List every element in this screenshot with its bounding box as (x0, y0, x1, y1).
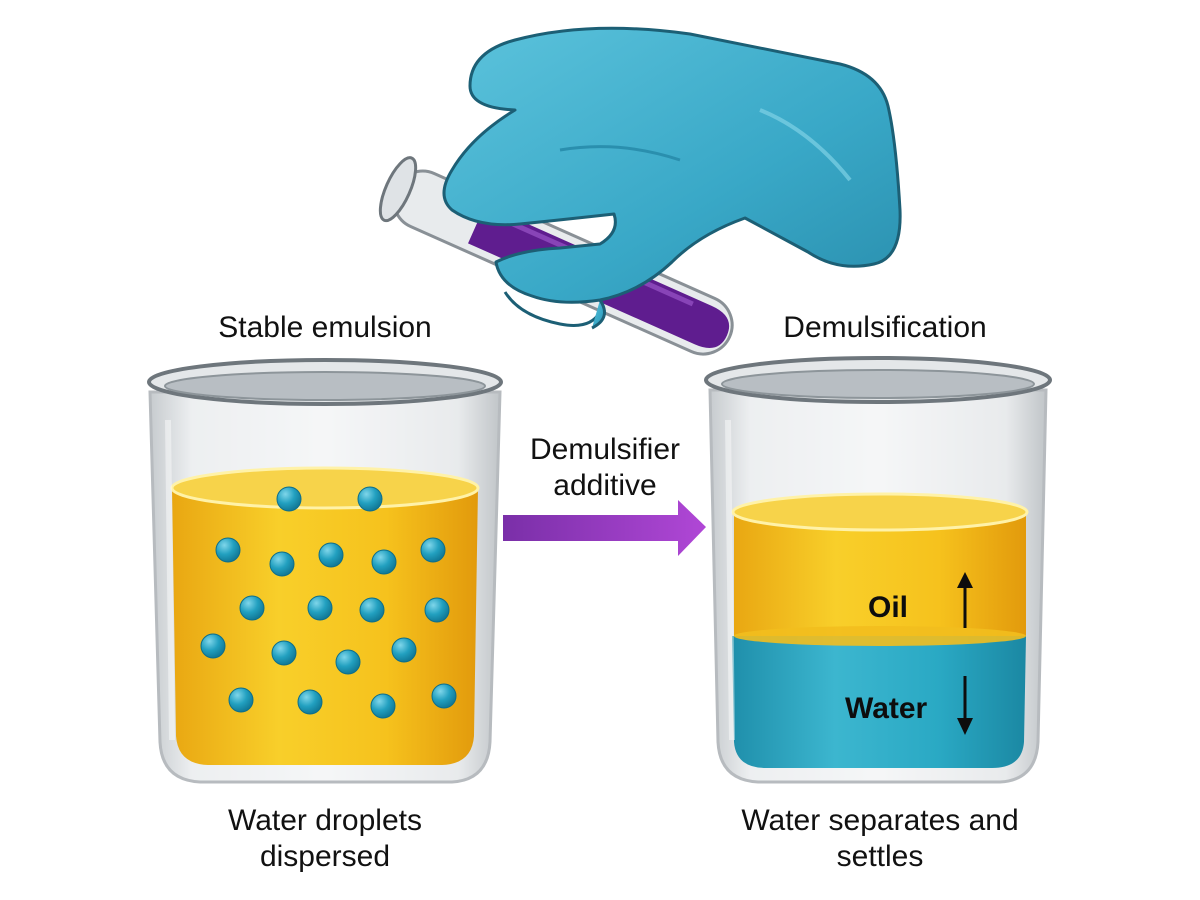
water-droplet (431, 683, 457, 709)
emulsion-liquid (172, 488, 478, 765)
demulsifier-additive-label: Demulsifier additive (500, 432, 710, 504)
water-droplet (371, 549, 397, 575)
water-droplet (215, 537, 241, 563)
left-caption-line2: dispersed (259, 840, 391, 873)
water-droplet (335, 649, 361, 675)
water-droplet (370, 693, 396, 719)
oil-surface (731, 492, 1029, 532)
water-layer-label: Water (845, 692, 928, 725)
water-droplet (359, 597, 385, 623)
arrow-label-line1: Demulsifier (529, 433, 681, 466)
water-droplet (424, 597, 450, 623)
arrow-label-line2: additive (553, 469, 657, 502)
emulsion-surface (170, 466, 480, 510)
gloved-hand-icon (442, 26, 902, 330)
oil-layer-label: Oil (868, 591, 909, 624)
water-droplet (357, 486, 383, 512)
left-caption: Water droplets dispersed (150, 803, 500, 875)
left-caption-line1: Water droplets (228, 804, 422, 837)
water-droplet (239, 595, 265, 621)
water-droplet (391, 637, 417, 663)
water-droplet (228, 687, 254, 713)
right-beaker-icon (704, 356, 1052, 784)
right-caption-line2: settles (836, 840, 924, 873)
arrow-down-icon (957, 676, 973, 735)
water-droplet (271, 640, 297, 666)
water-droplet (297, 689, 323, 715)
water-droplets (200, 486, 457, 719)
water-droplet (318, 542, 344, 568)
process-arrow (503, 500, 706, 556)
water-droplet (200, 633, 226, 659)
oil-water-interface (734, 626, 1026, 646)
arrow-up-icon (957, 572, 973, 628)
water-droplet (420, 537, 446, 563)
water-droplet (276, 486, 302, 512)
water-droplet (307, 595, 333, 621)
water-droplet (269, 551, 295, 577)
oil-layer (734, 512, 1026, 636)
right-caption-line1: Water separates and (741, 804, 1019, 837)
demulsification-title: Demulsification (783, 311, 987, 344)
right-caption: Water separates and settles (700, 803, 1060, 875)
left-beaker-icon (147, 358, 503, 784)
water-layer (732, 636, 1026, 768)
stable-emulsion-title: Stable emulsion (218, 311, 432, 344)
